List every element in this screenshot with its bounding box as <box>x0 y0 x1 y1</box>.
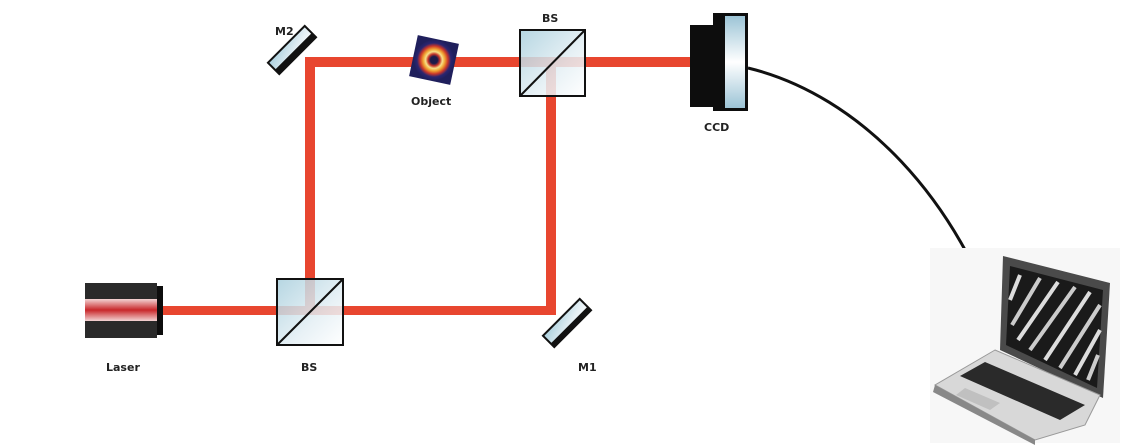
beam-splitter-bottom <box>276 278 344 346</box>
bs-bottom-label: BS <box>301 361 317 374</box>
laptop-computer <box>930 248 1120 445</box>
laser-label: Laser <box>106 361 140 374</box>
m2-label: M2 <box>275 25 294 38</box>
beam-m1-to-bs <box>546 62 556 315</box>
object-sample <box>409 35 459 85</box>
beam-splitter-top <box>519 29 586 97</box>
beam-m2-to-bs <box>305 57 690 67</box>
bs-top-label: BS <box>542 12 558 25</box>
ccd-label: CCD <box>704 121 729 134</box>
beam-bs-to-m2 <box>305 57 315 315</box>
laser-beams <box>160 57 690 315</box>
interference-fringes <box>1008 274 1102 381</box>
laser-source <box>85 283 163 338</box>
mirror-m1 <box>541 297 593 349</box>
mirror-m2 <box>266 24 318 76</box>
object-label: Object <box>411 95 451 108</box>
ccd-camera <box>690 13 748 111</box>
m1-label: M1 <box>578 361 597 374</box>
beam-laser-to-bs <box>160 306 555 315</box>
